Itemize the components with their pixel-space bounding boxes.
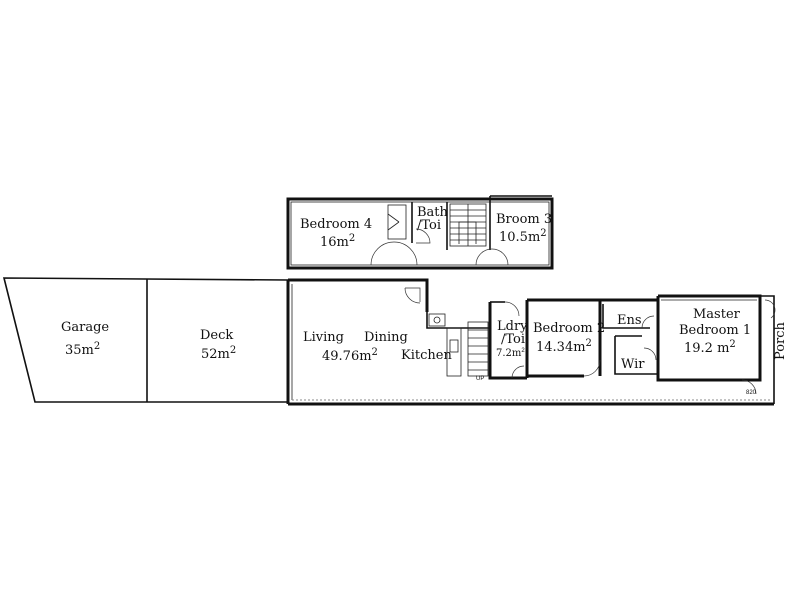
entry-door-swing [404,287,421,304]
upper-floor [286,195,554,270]
bedroom3-label: Broom 3 [496,212,552,227]
bath-label-2: /Toi [417,218,441,233]
laundry-door-swing [504,301,520,317]
kitchen-label: Kitchen [401,348,452,363]
porch-label: Porch [773,321,788,360]
ensuite-door-swing [641,315,655,329]
bath-door-swing [415,228,431,244]
living-top-wall [288,278,429,312]
ensuite-inner-walls [602,304,650,329]
wardrobe-door-line [387,221,400,231]
dining-label: Dining [364,330,408,345]
laundry-label: Ldry [497,319,528,334]
entry-door [405,287,421,302]
bedroom2-area: 14.34m2 [536,338,592,355]
bedroom3-door-swing [475,248,509,266]
dining-area: 49.76m2 [322,347,378,364]
master-area: 19.2 m2 [684,339,736,356]
wir-walls [614,336,658,375]
kitchen-bench-side [446,327,462,377]
ground-floor [286,278,776,406]
porch-door-swing [764,299,776,319]
porch-walls [760,295,775,404]
upper-floor-outline [286,197,554,270]
wir-label: Wir [621,357,645,372]
garage-deck-outline [2,277,289,403]
door-width-label: 820 [746,390,757,396]
kitchen-cooktop [449,339,459,353]
laundry-door-swing-2 [511,365,525,379]
laundry-walls [488,302,527,380]
bedroom3-area: 10.5m2 [499,228,547,245]
wir-door-swing [643,347,657,361]
laundry-label-2: /Toi [501,332,525,347]
garage-label: Garage [61,320,109,335]
bath-label: Bath [417,205,449,220]
stair-arrow [458,221,477,244]
wardrobe-door-line [387,213,400,223]
living-label: Living [303,330,344,345]
laundry-area: 7.2m2 [496,348,525,359]
kitchen-sink-drain [433,316,441,324]
deck-label: Deck [200,328,233,343]
bedroom2-door-swing [583,359,601,377]
master-walls [656,294,762,382]
ensuite-label: Ens [617,313,642,328]
stair-up-label: UP [476,376,484,382]
deck-area: 52m2 [201,345,236,362]
bedroom4-wardrobe [387,204,407,240]
master-label: Master [693,307,741,322]
bedroom4-door-swing [370,241,418,266]
garage-deck [2,277,289,403]
upper-floor-inner-outline [290,201,550,266]
master-label-2: Bedroom 1 [679,323,751,338]
master-door-swing [741,379,757,395]
bedroom4-label: Bedroom 4 [300,217,372,232]
kitchen-sink [428,313,446,327]
ground-stair [467,321,489,377]
bedroom4-area: 16m2 [320,233,355,250]
kitchen-bench-top [426,312,490,329]
room-labels: Bedroom 4 16m2 Bath /Toi Broom 3 10.5m2 … [61,205,788,396]
garage-area: 35m2 [65,341,100,358]
bedroom2-label: Bedroom 2 [533,321,605,336]
